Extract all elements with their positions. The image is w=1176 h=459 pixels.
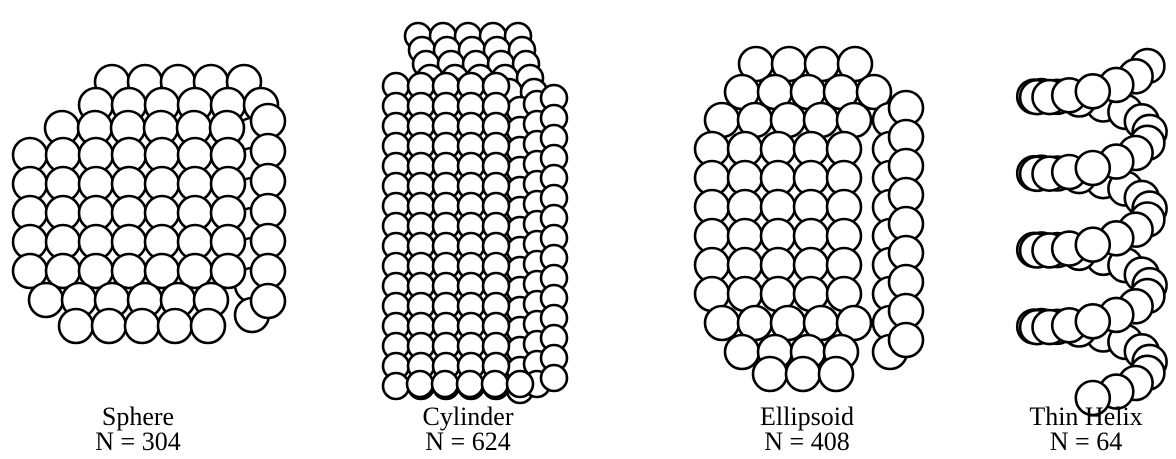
helix-atom [1076, 304, 1110, 338]
sphere-packing [13, 65, 285, 343]
sphere-atom [29, 283, 63, 317]
ellipsoid-caption: Ellipsoid N = 408 [717, 404, 897, 454]
sphere-atom [59, 309, 93, 343]
helix-atom [1076, 151, 1110, 185]
cylinder-packing [383, 23, 567, 403]
ellipsoid-packing [695, 47, 923, 391]
sphere-atom [251, 284, 285, 318]
ellipsoid-label: Ellipsoid [717, 404, 897, 429]
sphere-count: N = 304 [48, 429, 228, 454]
ellipsoid-atom [889, 323, 923, 357]
ellipsoid-atom [705, 306, 739, 340]
cylinder-caption: Cylinder N = 624 [378, 404, 558, 454]
helix-caption: Thin Helix N = 64 [996, 404, 1176, 454]
cylinder-atom [407, 371, 433, 397]
sphere-caption: Sphere N = 304 [48, 404, 228, 454]
ellipsoid-atom [786, 357, 820, 391]
helix-packing [1017, 49, 1166, 415]
ellipsoid-atom [753, 357, 787, 391]
ellipsoid-count: N = 408 [717, 429, 897, 454]
cylinder-atom [541, 365, 567, 391]
cylinder-count: N = 624 [378, 429, 558, 454]
cylinder-atom [432, 371, 458, 397]
ellipsoid-atom [819, 357, 853, 391]
helix-label: Thin Helix [996, 404, 1176, 429]
sphere-atom [191, 309, 225, 343]
sphere-atom [158, 309, 192, 343]
cylinder-atom [507, 371, 533, 397]
cylinder-atom [482, 371, 508, 397]
sphere-atom [125, 309, 159, 343]
cylinder-label: Cylinder [378, 404, 558, 429]
helix-atom [1076, 228, 1110, 262]
ellipsoid-atom [725, 335, 759, 369]
helix-count: N = 64 [996, 429, 1176, 454]
sphere-atom [92, 309, 126, 343]
helix-atom [1076, 74, 1110, 108]
sphere-label: Sphere [48, 404, 228, 429]
cylinder-atom [457, 371, 483, 397]
cylinder-atom [383, 373, 409, 399]
